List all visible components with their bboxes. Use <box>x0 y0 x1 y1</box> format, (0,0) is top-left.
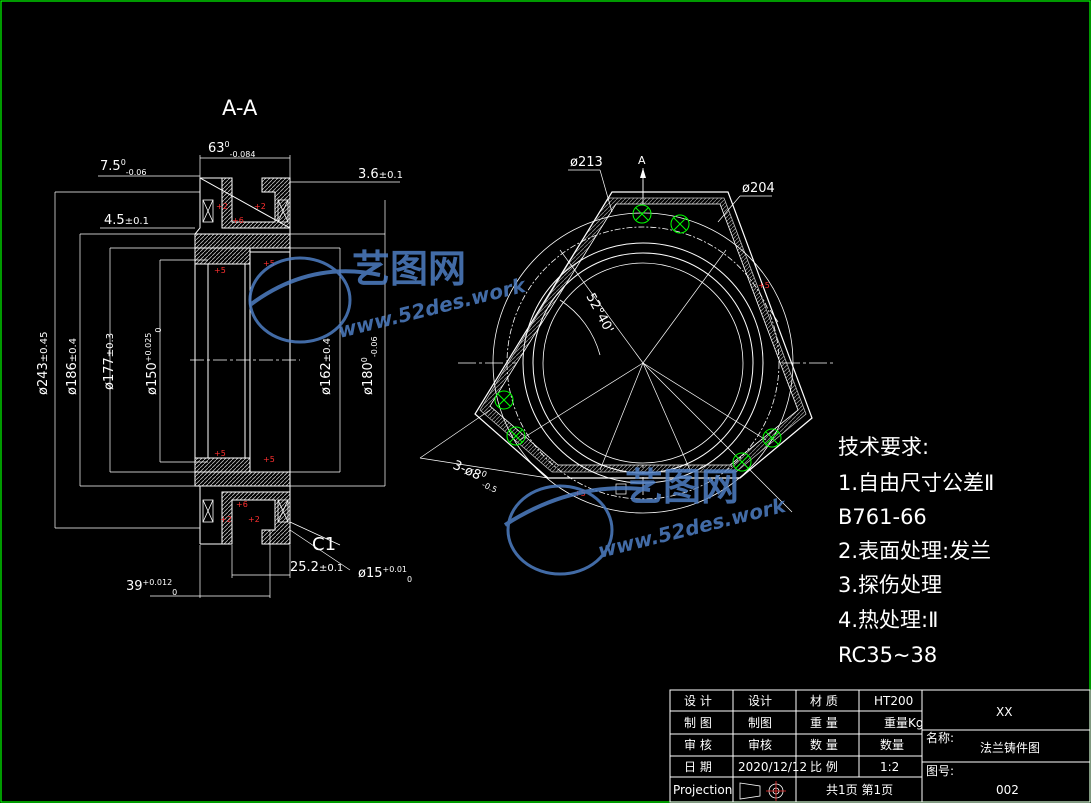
front-view: A 52°40' <box>419 154 835 514</box>
svg-text:ø1800-0.06: ø1800-0.06 <box>360 336 379 395</box>
chamfer-label: C1 <box>312 534 336 555</box>
svg-text:+5: +5 <box>263 259 275 268</box>
svg-text:+2: +2 <box>248 515 260 524</box>
svg-text:制图: 制图 <box>748 716 772 730</box>
title-block-text: 设 计 设计 材 质 HT200 制 图 制图 重 量 重量Kg 审 核 审核 … <box>673 694 1040 801</box>
note-4: 4.热处理:Ⅱ <box>838 608 938 632</box>
svg-text:重量Kg: 重量Kg <box>884 716 924 730</box>
svg-text:3-ø80-0.5: 3-ø80-0.5 <box>449 457 502 495</box>
svg-text:39+0.0120: 39+0.0120 <box>126 578 177 597</box>
svg-text:2020/12/12: 2020/12/12 <box>738 760 807 774</box>
svg-text:1:2: 1:2 <box>880 760 899 774</box>
technical-notes: 技术要求: 1.自由尺寸公差Ⅱ B761-66 2.表面处理:发兰 3.探伤处理… <box>838 435 994 667</box>
svg-text:审核: 审核 <box>748 737 772 752</box>
svg-text:名称:: 名称: <box>926 730 954 745</box>
svg-text:艺图网: 艺图网 <box>352 247 466 291</box>
svg-text:+2: +2 <box>254 202 266 211</box>
svg-text:设 计: 设 计 <box>684 694 712 708</box>
svg-text:比 例: 比 例 <box>810 760 838 774</box>
svg-text:审 核: 审 核 <box>684 737 712 752</box>
svg-text:+5: +5 <box>263 455 275 464</box>
notes-title: 技术要求: <box>838 435 929 459</box>
svg-text:重 量: 重 量 <box>810 716 838 730</box>
note-1b: B761-66 <box>838 505 927 529</box>
svg-text:日 期: 日 期 <box>684 760 712 774</box>
svg-text:HT200: HT200 <box>874 694 913 708</box>
company-name: XX <box>996 705 1012 719</box>
svg-text:+5: +5 <box>758 281 770 290</box>
part-number: 002 <box>996 783 1019 797</box>
svg-text:ø150+0.0250: ø150+0.0250 <box>144 328 163 395</box>
svg-text:+6: +6 <box>236 500 248 509</box>
svg-text:设计: 设计 <box>748 694 772 708</box>
svg-text:+5: +5 <box>214 449 226 458</box>
svg-text:3.6±0.1: 3.6±0.1 <box>358 167 403 182</box>
title-block <box>669 689 1091 803</box>
svg-text:4.5±0.1: 4.5±0.1 <box>104 213 149 228</box>
part-name: 法兰铸件图 <box>980 740 1040 755</box>
svg-text:25.2±0.1: 25.2±0.1 <box>290 560 343 575</box>
note-3: 3.探伤处理 <box>838 573 942 597</box>
note-4b: RC35~38 <box>838 643 937 667</box>
svg-text:ø162±0.4: ø162±0.4 <box>319 338 334 395</box>
svg-text:+5: +5 <box>214 266 226 275</box>
svg-text:+2: +2 <box>216 202 228 211</box>
svg-text:数 量: 数 量 <box>810 737 838 752</box>
svg-text:数量: 数量 <box>880 737 904 752</box>
page-count: 共1页 第1页 <box>826 783 893 797</box>
svg-text:ø213: ø213 <box>570 155 603 170</box>
svg-text:材 质: 材 质 <box>810 694 838 708</box>
svg-text:图号:: 图号: <box>926 764 954 778</box>
svg-text:+2: +2 <box>220 515 232 524</box>
svg-text:630-0.084: 630-0.084 <box>208 140 255 159</box>
svg-text:ø177±0.3: ø177±0.3 <box>102 333 117 390</box>
section-title: A-A <box>222 96 258 120</box>
svg-text:艺图网: 艺图网 <box>625 465 739 509</box>
svg-text:制 图: 制 图 <box>684 716 712 730</box>
note-1: 1.自由尺寸公差Ⅱ <box>838 471 994 495</box>
svg-text:+6: +6 <box>232 216 244 225</box>
section-view: A-A <box>36 96 412 598</box>
svg-text:ø186±0.4: ø186±0.4 <box>65 338 80 395</box>
projection-label: Projection <box>673 783 732 797</box>
svg-text:7.50-0.06: 7.50-0.06 <box>100 158 146 177</box>
svg-text:ø204: ø204 <box>742 181 775 196</box>
projection-symbol-icon <box>739 781 786 801</box>
note-2: 2.表面处理:发兰 <box>838 539 991 563</box>
svg-text:ø15+0.010: ø15+0.010 <box>358 565 412 584</box>
section-mark-a: A <box>638 154 646 167</box>
svg-text:ø243±0.45: ø243±0.45 <box>36 332 51 395</box>
